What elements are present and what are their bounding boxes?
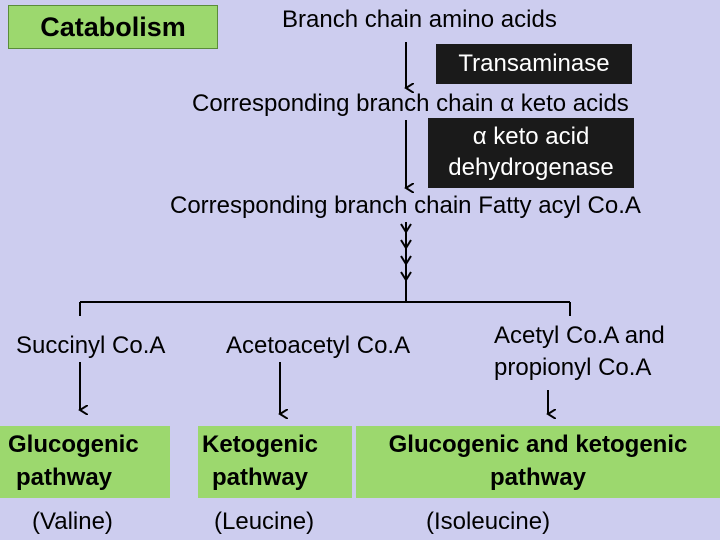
acetoacetyl-coa: Acetoacetyl Co.A xyxy=(226,332,411,359)
multi-step-chevrons xyxy=(400,223,412,282)
fatty-acyl-coa: Corresponding branch chain Fatty acyl Co… xyxy=(170,192,641,219)
acetyl-propionyl-coa: Acetyl Co.A and propionyl Co.A xyxy=(494,320,665,384)
ketogenic-line2: pathway xyxy=(212,464,309,491)
dehydrogenase-line2: dehydrogenase xyxy=(448,154,614,181)
acetyl-line2: propionyl Co.A xyxy=(494,354,652,381)
succinyl-coa: Succinyl Co.A xyxy=(16,332,166,359)
glucogenic-ketogenic-pathway-box: Glucogenic and ketogenic pathway xyxy=(356,426,720,498)
title-box: Catabolism xyxy=(8,5,218,49)
both-line1: Glucogenic and ketogenic xyxy=(388,431,688,458)
ketogenic-pathway-box: Ketogenic pathway xyxy=(198,426,352,498)
leucine-label: (Leucine) xyxy=(214,508,315,535)
keto-acids: Corresponding branch chain α keto acids xyxy=(192,90,629,117)
both-line2: pathway xyxy=(489,464,587,491)
valine-label: (Valine) xyxy=(32,508,113,535)
transaminase-box: Transaminase xyxy=(436,44,632,84)
glucogenic-pathway-box: Glucogenic pathway xyxy=(0,426,170,498)
dehydrogenase-box: α keto acid dehydrogenase xyxy=(428,118,634,188)
isoleucine-label: (Isoleucine) xyxy=(426,508,551,535)
glucogenic-line1: Glucogenic xyxy=(8,431,139,458)
branch-chain-amino-acids: Branch chain amino acids xyxy=(282,6,557,33)
title: Catabolism xyxy=(40,11,186,42)
glucogenic-line2: pathway xyxy=(16,464,113,491)
ketogenic-line1: Ketogenic xyxy=(202,431,319,458)
dehydrogenase-line1: α keto acid xyxy=(472,123,590,150)
acetyl-line1: Acetyl Co.A and xyxy=(494,322,665,349)
transaminase-label: Transaminase xyxy=(458,50,610,77)
